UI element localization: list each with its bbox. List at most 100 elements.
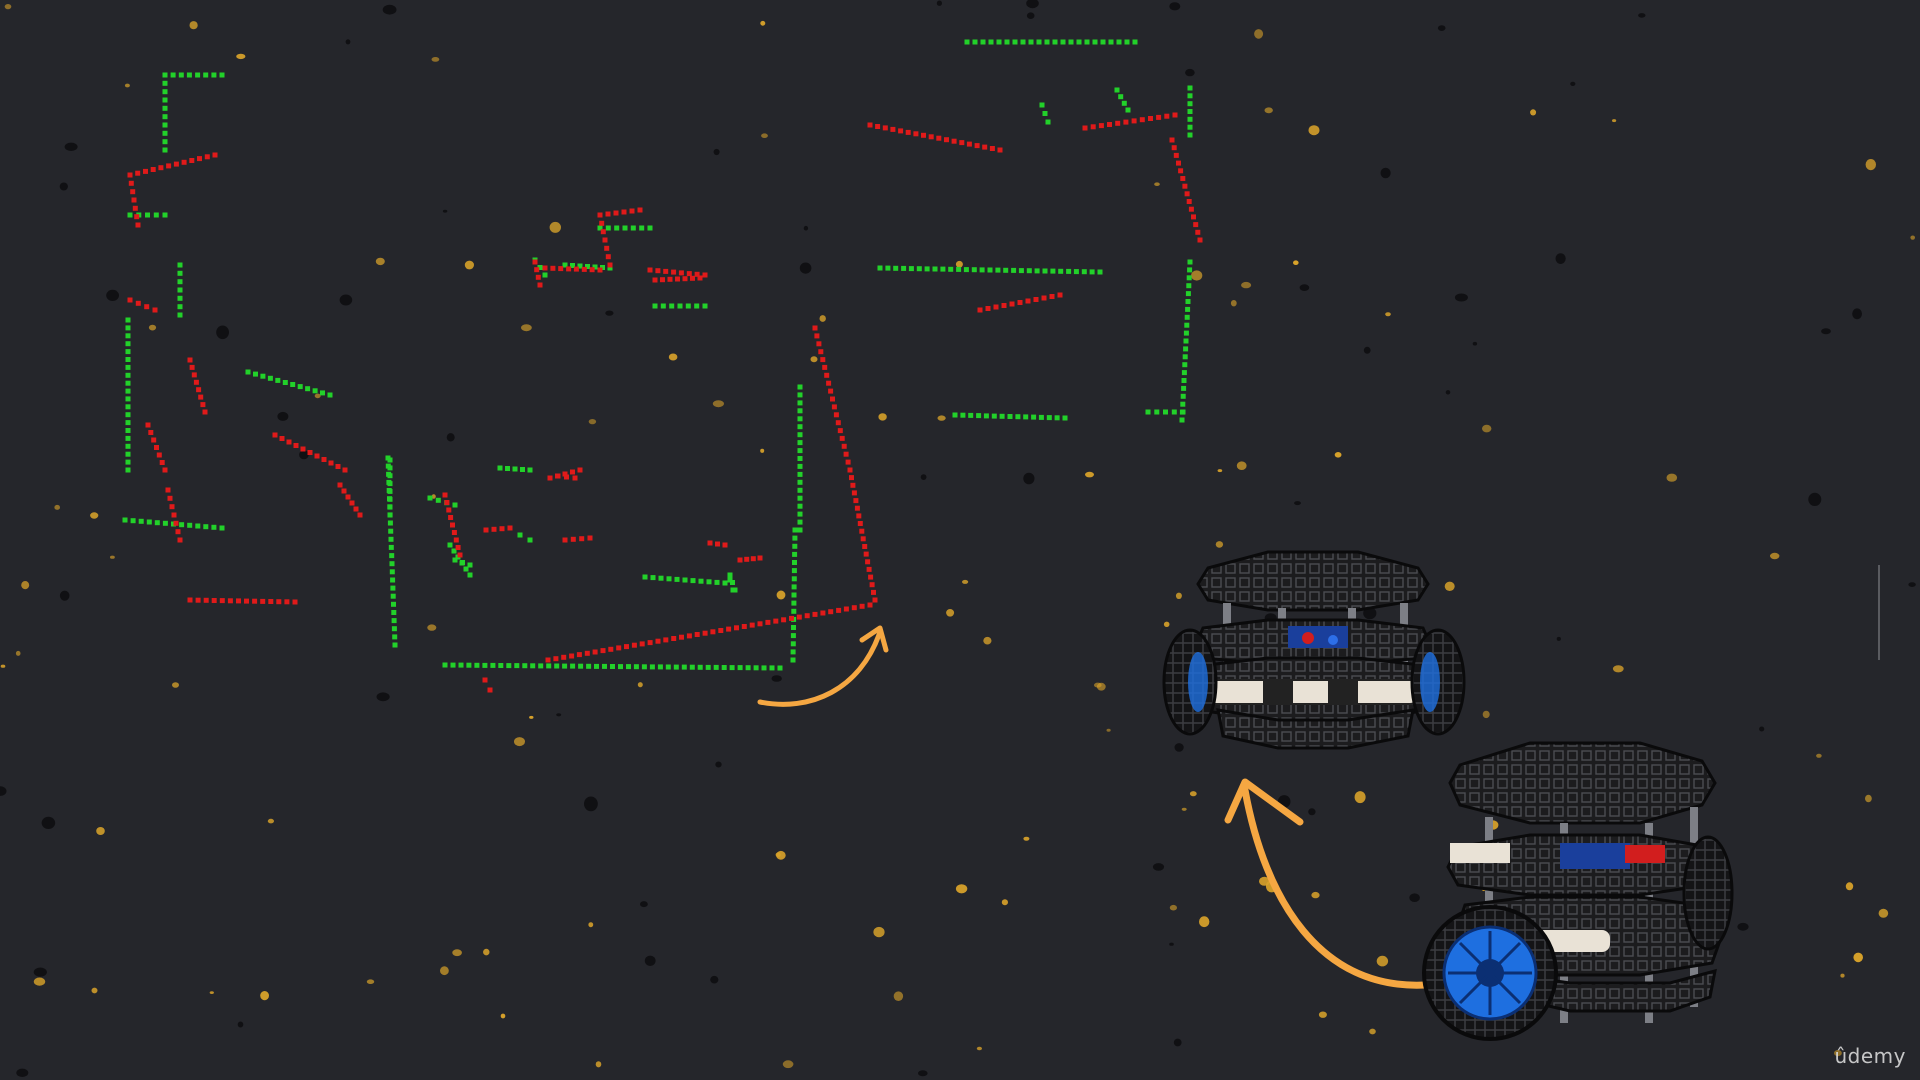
scan-point — [797, 448, 803, 454]
scan-point — [597, 267, 603, 273]
scan-point — [694, 303, 700, 309]
scan-point — [818, 349, 824, 355]
scan-point — [1066, 268, 1072, 274]
scan-point — [1184, 191, 1190, 197]
gold-speck — [1001, 899, 1009, 906]
scan-point — [211, 72, 217, 78]
scan-point — [977, 307, 983, 313]
scan-point — [995, 267, 1001, 273]
scan-point — [154, 520, 160, 526]
scan-point — [435, 497, 441, 503]
scan-point — [1015, 414, 1021, 420]
scan-point — [951, 138, 957, 144]
scrollbar-thumb[interactable] — [1878, 565, 1880, 660]
scan-point — [1195, 229, 1201, 235]
scan-point — [867, 602, 873, 608]
scan-point — [166, 163, 172, 169]
scan-point — [797, 463, 803, 469]
scan-point — [647, 267, 653, 273]
scan-point — [388, 528, 394, 534]
scan-point — [686, 633, 692, 639]
scan-point — [442, 662, 448, 668]
scan-point — [860, 536, 866, 542]
scan-point — [877, 265, 883, 271]
scan-point — [167, 495, 173, 501]
scan-point — [757, 621, 763, 627]
scan-point — [964, 39, 970, 45]
dark-speck — [1737, 922, 1749, 931]
dark-speck — [1299, 284, 1310, 291]
scan-point — [162, 89, 168, 95]
scan-point — [125, 435, 131, 441]
scan-point — [125, 364, 131, 370]
scan-point — [812, 325, 818, 331]
scan-point — [822, 364, 828, 370]
dark-speck — [41, 816, 56, 830]
scan-point — [791, 584, 797, 590]
scan-point — [125, 451, 131, 457]
scan-point — [791, 568, 797, 574]
scan-point — [282, 380, 288, 385]
scan-point — [385, 455, 391, 461]
scan-point — [797, 440, 803, 446]
scan-point — [497, 465, 503, 471]
brand-watermark: ûdemy — [1834, 1044, 1906, 1068]
scan-point — [1132, 39, 1138, 45]
scan-point — [698, 578, 704, 584]
scan-point — [1188, 206, 1194, 212]
scan-point — [637, 207, 643, 213]
scan-point — [1017, 300, 1023, 305]
scan-point — [127, 172, 133, 178]
scan-point — [125, 341, 131, 347]
scan-point — [674, 576, 680, 582]
scan-point — [482, 662, 488, 668]
scan-point — [387, 512, 393, 518]
scan-point — [1182, 362, 1188, 368]
scan-point — [125, 333, 131, 339]
scan-point — [845, 459, 851, 465]
gold-speck — [1482, 710, 1490, 719]
scan-point — [130, 518, 136, 524]
scan-point — [203, 597, 209, 603]
scan-point — [125, 467, 131, 473]
scan-point — [585, 264, 590, 269]
scan-point — [885, 265, 891, 271]
scan-point — [187, 597, 193, 603]
scan-point — [614, 225, 620, 231]
scan-point — [602, 237, 608, 243]
dark-speck — [640, 901, 648, 908]
scan-point — [390, 585, 396, 591]
scan-point — [830, 396, 835, 402]
gold-speck — [1215, 541, 1224, 548]
scan-point — [682, 577, 688, 583]
scan-point — [292, 599, 298, 605]
scan-point — [602, 663, 607, 669]
scan-point — [837, 428, 843, 434]
scan-point — [542, 265, 548, 271]
scan-point — [890, 126, 896, 132]
scan-point — [863, 551, 869, 557]
scan-point — [690, 275, 695, 281]
scan-point — [154, 445, 159, 450]
scan-point — [527, 467, 533, 473]
dark-speck — [1556, 636, 1561, 641]
scan-point — [613, 210, 619, 216]
scan-point — [178, 72, 184, 78]
scan-point — [125, 388, 131, 394]
scan-point — [948, 266, 954, 272]
scan-point — [1038, 414, 1044, 420]
scan-point — [1026, 268, 1032, 274]
scan-point — [512, 466, 518, 472]
scan-point — [389, 553, 395, 559]
scan-point — [974, 143, 980, 149]
scan-point — [203, 524, 209, 530]
scan-point — [1181, 385, 1187, 391]
scan-point — [999, 413, 1005, 419]
scan-point — [989, 146, 995, 151]
scan-point — [971, 267, 977, 273]
scan-point — [546, 663, 552, 669]
scan-point — [658, 575, 664, 581]
scan-point — [1187, 93, 1193, 99]
scan-point — [1060, 39, 1066, 45]
scan-point — [236, 598, 241, 604]
